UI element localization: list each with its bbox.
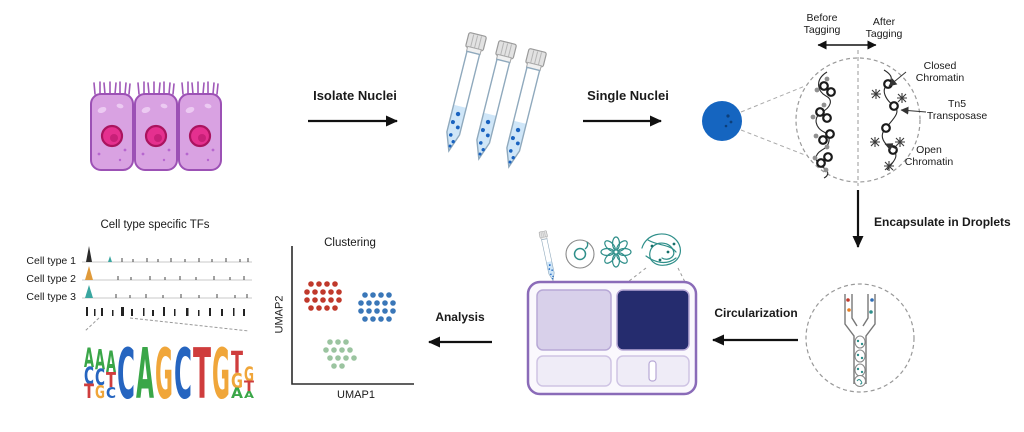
svg-text:C: C <box>95 365 105 391</box>
epithelial-cell <box>178 81 222 171</box>
track3-peak <box>85 285 93 298</box>
track1-peak <box>86 246 92 262</box>
svg-text:G: G <box>244 363 254 386</box>
isolate-nuclei-label: Isolate Nuclei <box>313 88 397 103</box>
umap-scatter-dots <box>304 281 396 369</box>
tn5-transposase-icon <box>870 89 907 171</box>
single-nuclei-label: Single Nuclei <box>587 88 669 103</box>
nuclei-tubes-illustration <box>439 31 548 170</box>
svg-text:A: A <box>106 345 116 379</box>
circularization-label: Circularization <box>714 306 798 320</box>
svg-text:A: A <box>95 343 105 376</box>
dna-tangle-icon <box>641 233 681 266</box>
droplets <box>854 335 866 387</box>
closed-chromatin-drawing <box>810 71 836 179</box>
circular-dna-coil-icon <box>600 236 632 268</box>
umap-axes <box>291 246 414 385</box>
analysis-label: Analysis <box>435 310 485 324</box>
svg-text:C: C <box>174 335 192 415</box>
tracks-title: Cell type specific TFs <box>100 219 210 231</box>
svg-text:A: A <box>231 386 243 402</box>
chromatin-zoom-circle <box>795 40 927 186</box>
svg-text:T: T <box>193 335 211 415</box>
peak-annotation-track <box>86 307 245 316</box>
open-chromatin-label: Open Chromatin <box>904 144 954 169</box>
svg-text:T: T <box>84 380 95 403</box>
track-row-label-2: Cell type 2 <box>26 273 76 285</box>
closed-chromatin-pointer <box>888 71 907 87</box>
svg-text:G: G <box>212 335 230 415</box>
epithelial-cells-illustration <box>90 81 222 171</box>
encapsulate-label: Encapsulate in Droplets <box>874 215 1011 229</box>
umap-title: Clustering <box>324 237 376 249</box>
svg-text:A: A <box>244 390 255 401</box>
chip-well-dark <box>616 289 690 351</box>
after-tagging-label: After Tagging <box>865 16 903 41</box>
tn5-transposase-label: Tn5 Transposase <box>926 98 988 123</box>
tn5-pointer-arrow <box>900 106 927 115</box>
svg-text:G: G <box>155 335 173 415</box>
epithelial-cell <box>90 81 134 171</box>
umap-xlabel: UMAP1 <box>337 389 375 401</box>
svg-text:T: T <box>244 379 255 395</box>
chip-well-bottom-left <box>536 355 612 387</box>
flow-arrows <box>308 115 864 348</box>
chip-well-left <box>536 289 612 351</box>
svg-text:C: C <box>106 384 116 402</box>
nucleus-blue <box>702 101 742 141</box>
svg-text:T: T <box>106 368 117 392</box>
svg-text:T: T <box>231 346 243 381</box>
single-nucleus-illustration <box>702 85 806 156</box>
epithelial-cell <box>134 81 178 171</box>
plasmid-lens-icon <box>565 239 595 269</box>
svg-text:G: G <box>231 369 243 393</box>
open-chromatin-pointer <box>884 143 898 151</box>
droplet-device-illustration <box>805 283 915 393</box>
before-tagging-label: Before Tagging <box>803 12 841 37</box>
umap-ylabel: UMAP2 <box>273 295 286 334</box>
svg-text:A: A <box>136 335 154 415</box>
svg-text:A: A <box>84 343 94 374</box>
chip-device <box>526 280 698 396</box>
track-row-label-3: Cell type 3 <box>26 291 76 303</box>
svg-text:C: C <box>84 362 94 390</box>
umap-plot <box>291 246 414 385</box>
svg-text:C: C <box>117 335 135 415</box>
track-row-label-1: Cell type 1 <box>26 255 76 267</box>
svg-text:G: G <box>95 382 105 403</box>
library-prep-illustration <box>526 230 698 396</box>
closed-chromatin-label: Closed Chromatin <box>915 60 965 85</box>
track2-peak <box>85 266 93 280</box>
